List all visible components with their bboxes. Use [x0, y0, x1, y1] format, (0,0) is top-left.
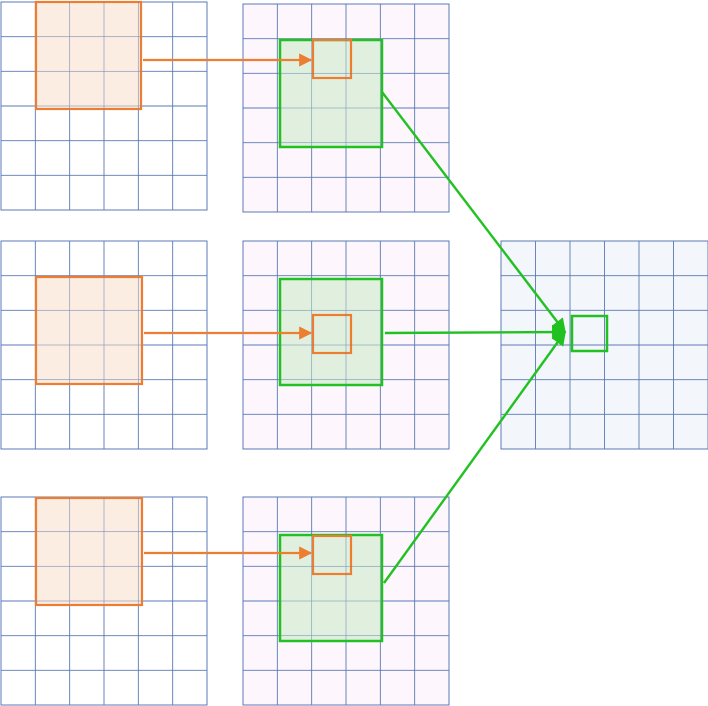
- output-cell-2: [311, 313, 353, 355]
- output-cell-1: [311, 38, 353, 80]
- final-output-cell: [570, 314, 609, 353]
- green-arrow-2: [384, 324, 567, 340]
- receptive-field-1: [278, 38, 384, 149]
- output-map: [500, 240, 708, 450]
- green-arrow-1: [381, 91, 566, 334]
- green-arrow-3: [383, 330, 566, 584]
- kernel-window-2: [34, 275, 144, 386]
- kernel-window-3: [34, 496, 144, 607]
- overlay-layer: [34, 0, 609, 643]
- kernel-window-1: [34, 0, 143, 111]
- output-cell-3: [311, 534, 353, 576]
- receptive-field-3: [278, 533, 384, 643]
- arrow-layer: [143, 53, 567, 584]
